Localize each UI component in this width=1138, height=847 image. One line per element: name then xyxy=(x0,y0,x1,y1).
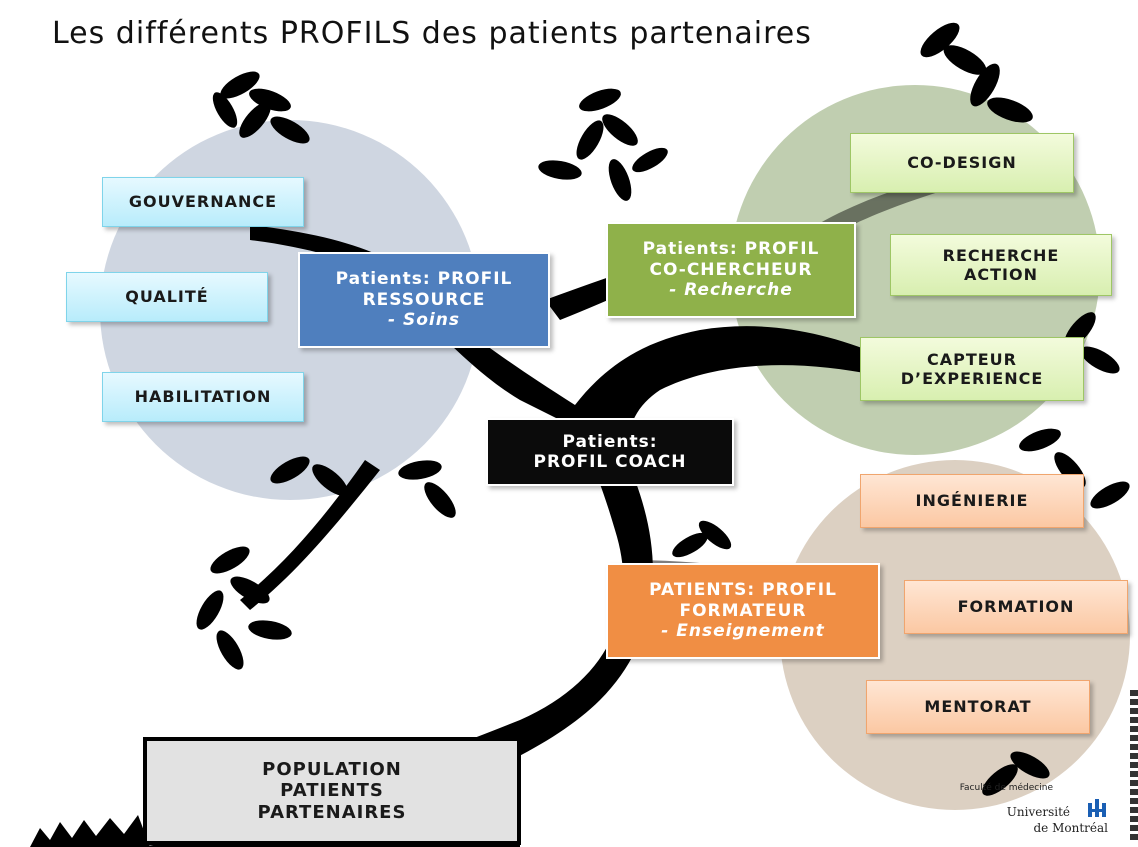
udem-shield-icon xyxy=(1088,799,1106,817)
profile-coach-line1: Patients: xyxy=(562,431,658,452)
udem-logo: Faculté de médecine Université de Montré… xyxy=(958,767,1108,837)
box-capteur-line1: CAPTEUR xyxy=(926,349,1017,369)
logo-university-line2: de Montréal xyxy=(1033,821,1109,835)
box-formation-label: FORMATION xyxy=(957,597,1075,617)
box-ingenierie: INGÉNIERIE xyxy=(860,474,1084,528)
box-gouvernance-label: GOUVERNANCE xyxy=(128,192,278,212)
profile-cochercheur-line3: - Recherche xyxy=(669,280,793,301)
box-qualite-label: QUALITÉ xyxy=(125,287,209,307)
logo-university-line1: Université xyxy=(1006,805,1070,819)
box-qualite: QUALITÉ xyxy=(66,272,268,322)
logo-faculty-text: Faculté de médecine xyxy=(959,783,1053,793)
tree-trunk xyxy=(255,290,880,830)
profile-ressource-line1: Patients: PROFIL xyxy=(335,269,513,290)
box-codesign: CO-DESIGN xyxy=(850,133,1074,193)
profile-ressource-line2: RESSOURCE xyxy=(362,289,486,310)
box-mentorat: MENTORAT xyxy=(866,680,1090,734)
profile-formateur: PATIENTS: PROFIL FORMATEUR - Enseignemen… xyxy=(606,563,880,659)
population-line1: POPULATION xyxy=(262,758,402,780)
grass xyxy=(30,815,150,847)
side-credit-strip xyxy=(1130,690,1138,840)
profile-formateur-line3: - Enseignement xyxy=(661,621,825,642)
page-title: Les différents PROFILS des patients part… xyxy=(52,16,812,51)
profile-formateur-line1: PATIENTS: PROFIL xyxy=(649,580,837,601)
box-habilitation: HABILITATION xyxy=(102,372,304,422)
population-line2: PATIENTS xyxy=(280,780,384,802)
tree-branch-right xyxy=(780,170,964,262)
profile-formateur-line2: FORMATEUR xyxy=(679,600,807,621)
profile-coach: Patients: PROFIL COACH xyxy=(486,418,734,486)
tree-branch-left xyxy=(250,225,435,300)
box-recherche-line1: RECHERCHE xyxy=(942,245,1060,265)
tree-branch-lower-left xyxy=(240,460,380,610)
leaf-clusters xyxy=(196,22,1130,796)
box-ingenierie-label: INGÉNIERIE xyxy=(915,491,1029,511)
profile-cochercheur-line2: CO-CHERCHEUR xyxy=(649,259,813,280)
profile-coach-line2: PROFIL COACH xyxy=(533,452,687,472)
box-codesign-label: CO-DESIGN xyxy=(907,153,1017,173)
box-capteur-experience: CAPTEUR D’EXPERIENCE xyxy=(860,337,1084,401)
profile-ressource-line3: - Soins xyxy=(388,310,460,331)
box-mentorat-label: MENTORAT xyxy=(924,697,1032,717)
profile-cochercheur: Patients: PROFIL CO-CHERCHEUR - Recherch… xyxy=(606,222,856,318)
box-formation: FORMATION xyxy=(904,580,1128,634)
box-capteur-line2: D’EXPERIENCE xyxy=(900,369,1044,388)
profile-ressource: Patients: PROFIL RESSOURCE - Soins xyxy=(298,252,550,348)
box-gouvernance: GOUVERNANCE xyxy=(102,177,304,227)
population-box: POPULATION PATIENTS PARTENAIRES xyxy=(143,737,521,845)
box-recherche-line2: ACTION xyxy=(964,265,1038,284)
population-line3: PARTENAIRES xyxy=(257,801,407,823)
box-recherche-action: RECHERCHE ACTION xyxy=(890,234,1112,296)
box-habilitation-label: HABILITATION xyxy=(134,387,272,407)
profile-cochercheur-line1: Patients: PROFIL xyxy=(642,239,820,260)
